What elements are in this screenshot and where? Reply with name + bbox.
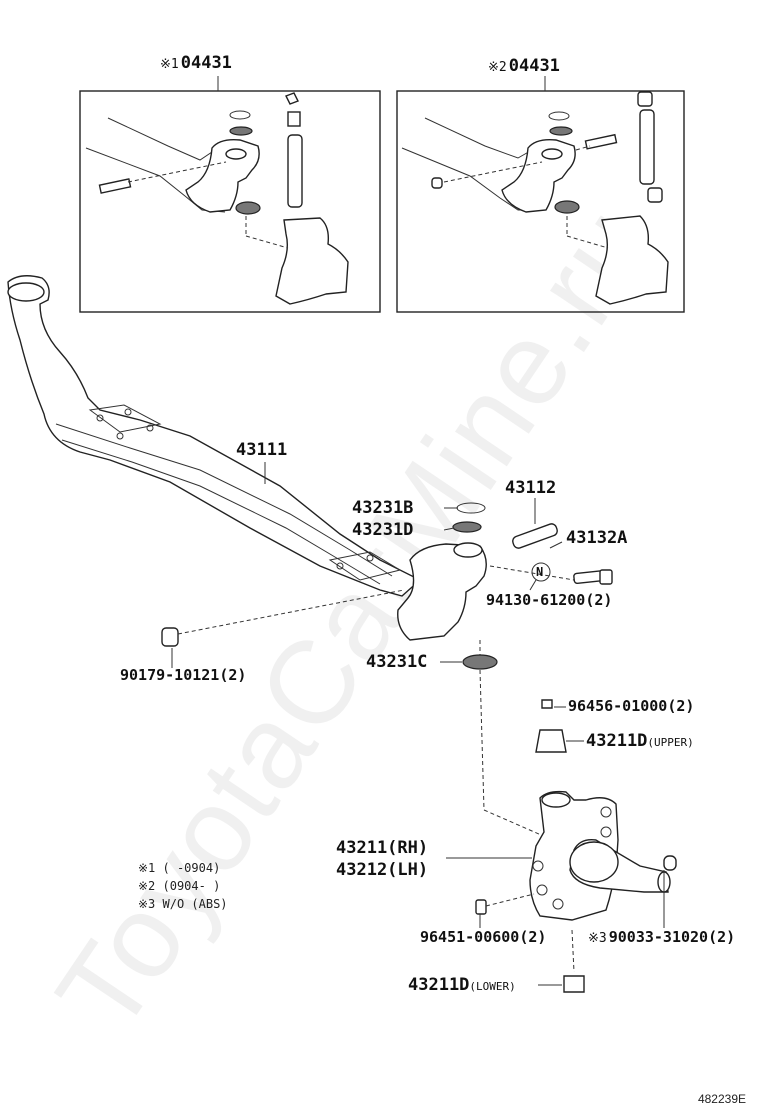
pin-43112-shape <box>512 523 558 549</box>
label-bush-lower: 43211D(LOWER) <box>408 977 516 994</box>
note-2: ※2 (0904- ) <box>138 879 221 893</box>
label-bushing-d: 43231D <box>352 520 414 540</box>
note-3: ※3 W/O (ABS) <box>138 897 228 911</box>
bush-upper-suffix: (UPPER) <box>647 736 694 749</box>
inset-1-frame <box>79 76 381 313</box>
bush-lower-suffix: (LOWER) <box>469 980 516 993</box>
grease-fitting-upper-shape <box>541 699 553 709</box>
label-bushing-c: 43231C <box>366 652 428 672</box>
inset-1-part: 04431 <box>180 53 232 73</box>
label-bushing-b: 43231B <box>352 498 414 518</box>
label-cap-nut: 90179-10121(2) <box>120 666 247 684</box>
bush-upper-shape <box>535 729 567 753</box>
label-knuckle-rh: 43211(RH) <box>336 838 429 858</box>
washer-43231b <box>456 502 486 514</box>
label-knuckle-lh: 43212(LH) <box>336 860 429 880</box>
inset-2-mark: ※2 <box>488 60 507 75</box>
label-grease-fitting-upper: 96456-01000(2) <box>568 697 695 715</box>
label-nut: 94130-61200(2) <box>486 591 613 609</box>
note-1: ※1 ( -0904) <box>138 861 221 875</box>
label-bush-upper: 43211D(UPPER) <box>586 733 694 750</box>
label-grease-fitting-lower: 96451-00600(2) <box>420 928 547 946</box>
inset-2-frame <box>396 76 685 313</box>
figure-reference: 482239E <box>697 1092 746 1106</box>
label-key: 43132A <box>566 528 628 548</box>
knuckle-drawing <box>529 790 671 921</box>
plug-mark: ※3 <box>588 931 607 946</box>
washer-43231d <box>452 521 482 533</box>
axle-beam-drawing <box>7 275 487 641</box>
label-nut-marker: N <box>536 565 544 579</box>
bush-lower-number: 43211D <box>408 975 470 995</box>
label-pin: 43112 <box>505 478 557 498</box>
nut-circle <box>531 562 551 582</box>
label-axle-beam: 43111 <box>236 440 288 460</box>
cap-nut-shape <box>161 627 179 647</box>
inset-2-part: 04431 <box>508 56 560 76</box>
bushing-43231c <box>462 654 498 670</box>
bush-upper-number: 43211D <box>586 731 648 751</box>
inset-1-mark: ※1 <box>160 57 179 72</box>
plug-90033 <box>663 855 677 871</box>
bush-lower-shape <box>563 975 585 993</box>
plug-number: 90033-31020(2) <box>608 928 736 946</box>
grease-fitting-lower-shape <box>475 899 487 915</box>
